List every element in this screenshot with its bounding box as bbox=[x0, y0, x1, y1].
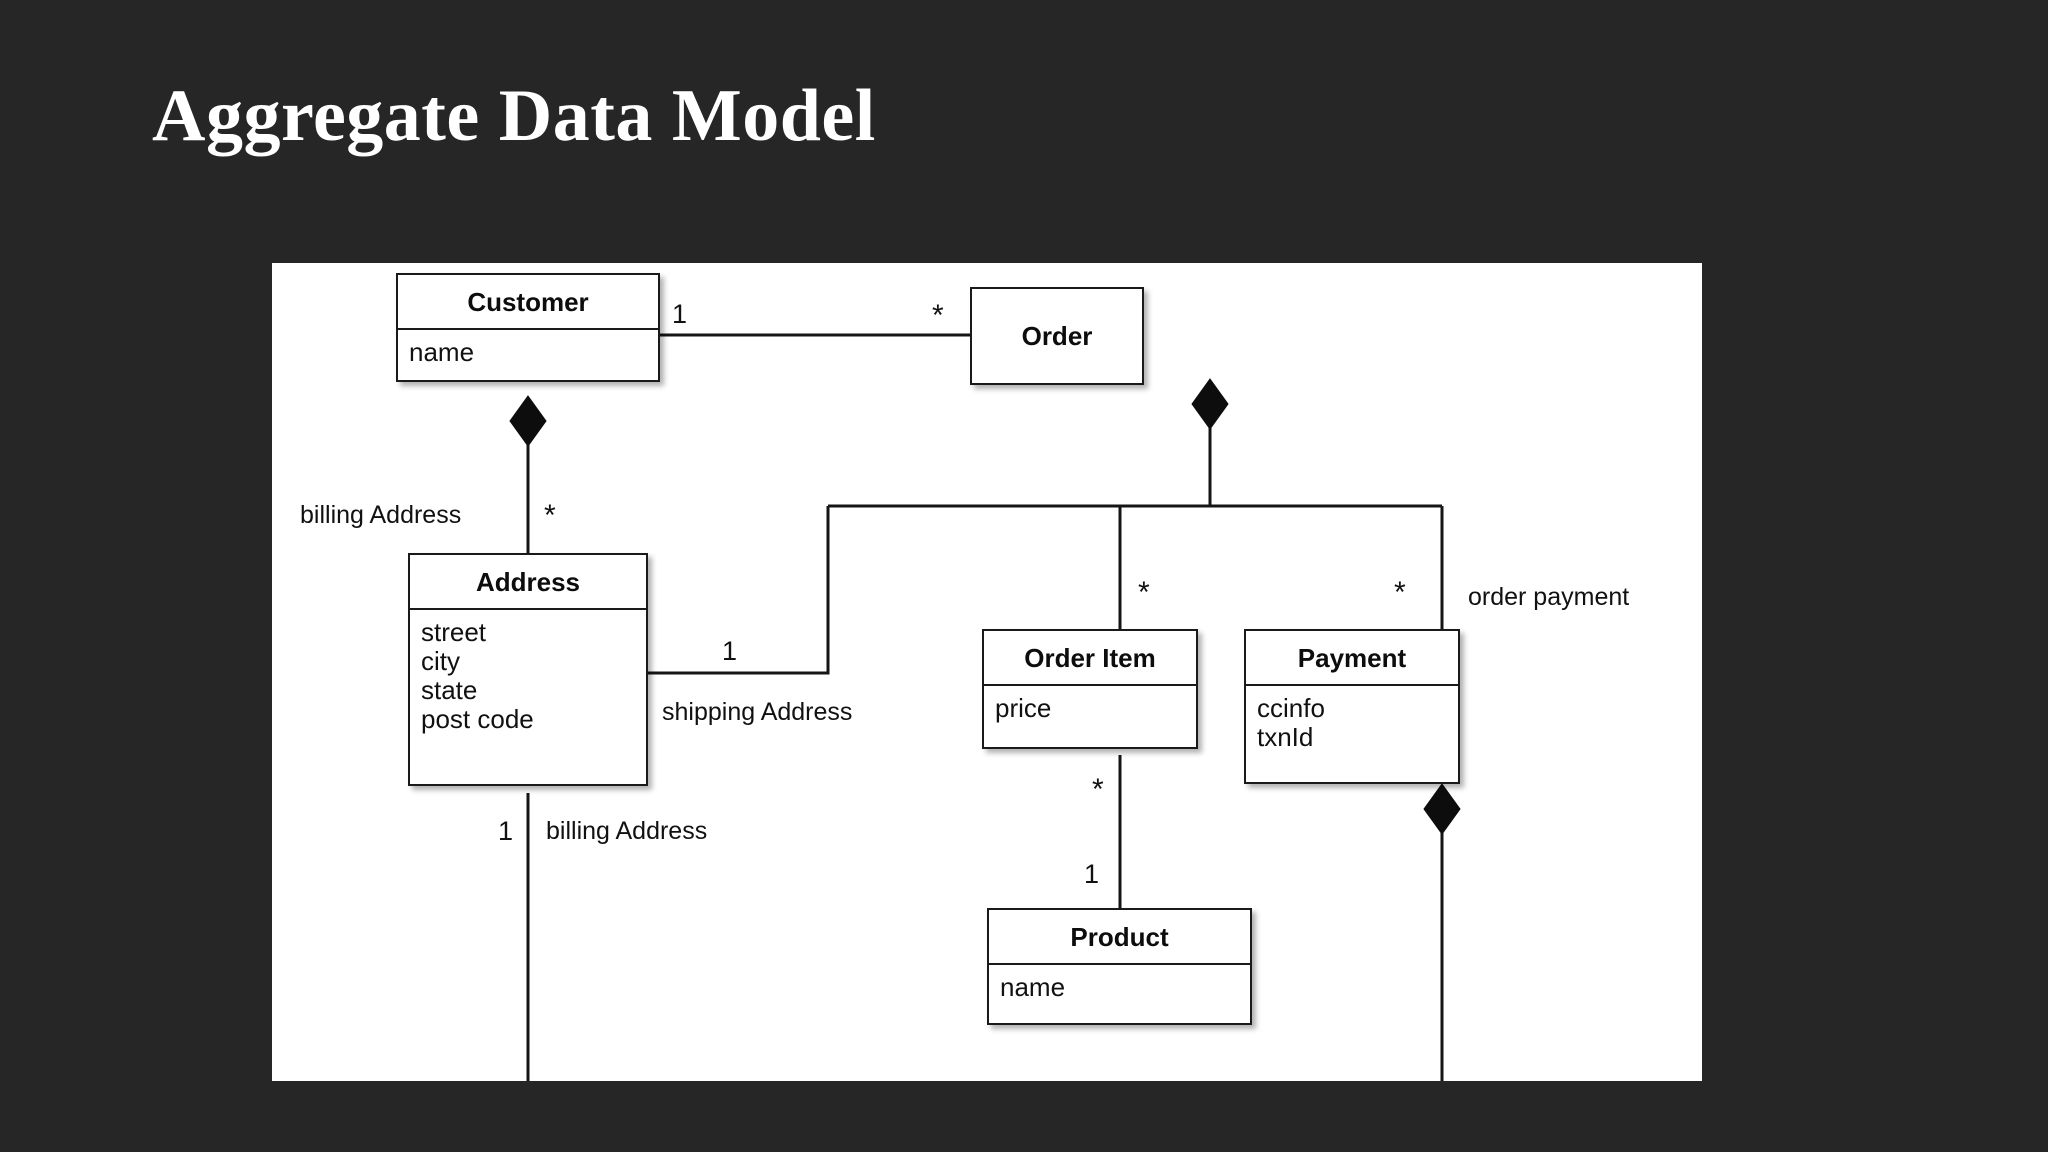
attribute-item: state bbox=[421, 675, 478, 706]
class-attributes-payment: ccinfo txnId bbox=[1246, 684, 1458, 782]
multiplicity-product-one: 1 bbox=[1084, 859, 1100, 889]
attribute-item: post code bbox=[421, 704, 534, 735]
class-title-payment: Payment bbox=[1297, 643, 1407, 673]
page-title: Aggregate Data Model bbox=[152, 75, 876, 157]
class-title-address: Address bbox=[475, 567, 581, 597]
composition-diamond-payment bbox=[1423, 783, 1461, 835]
composition-diamond-customer-address bbox=[509, 395, 547, 447]
class-attributes-product: name bbox=[989, 963, 1250, 1023]
role-label-billing-address-top: billing Address bbox=[300, 501, 462, 529]
class-box-product[interactable]: Product name bbox=[987, 908, 1252, 1025]
class-box-customer[interactable]: Customer name bbox=[396, 273, 660, 382]
role-label-order-payment: order payment bbox=[1468, 583, 1630, 611]
class-box-address[interactable]: Address street city state post code bbox=[408, 553, 648, 786]
diagram-canvas: Customer name Order Address street city … bbox=[272, 263, 1702, 1081]
diagram-connectors bbox=[509, 333, 1461, 1081]
class-title-product: Product bbox=[1070, 922, 1169, 952]
multiplicity-customer-order-many: * bbox=[932, 299, 944, 332]
attribute-item: price bbox=[995, 693, 1052, 723]
class-attributes-customer: name bbox=[398, 328, 658, 380]
class-box-order[interactable]: Order bbox=[970, 287, 1144, 385]
role-label-shipping-address: shipping Address bbox=[662, 698, 853, 726]
class-attributes-address: street city state post code bbox=[410, 608, 646, 784]
class-box-payment[interactable]: Payment ccinfo txnId bbox=[1244, 629, 1460, 784]
attribute-item: street bbox=[421, 617, 487, 647]
class-title-customer: Customer bbox=[467, 287, 589, 317]
class-box-order-item[interactable]: Order Item price bbox=[982, 629, 1198, 749]
attribute-item: name bbox=[409, 337, 475, 367]
multiplicity-customer-order-one: 1 bbox=[672, 299, 688, 329]
multiplicity-customer-address-many: * bbox=[544, 499, 556, 532]
multiplicity-order-item-product-many: * bbox=[1092, 773, 1104, 806]
multiplicity-billing-address-bottom-one: 1 bbox=[498, 816, 514, 846]
class-attributes-order-item: price bbox=[984, 684, 1196, 747]
attribute-item: txnId bbox=[1257, 722, 1314, 753]
edge-address-shipping bbox=[648, 506, 830, 675]
multiplicity-shipping-address-one: 1 bbox=[722, 636, 738, 666]
multiplicity-order-payment-many: * bbox=[1394, 576, 1406, 609]
class-title-order-item: Order Item bbox=[1024, 643, 1156, 673]
attribute-item: ccinfo bbox=[1257, 693, 1325, 723]
class-title-order: Order bbox=[1021, 321, 1093, 351]
attribute-item: city bbox=[421, 646, 460, 677]
role-label-billing-address-bottom: billing Address bbox=[546, 817, 708, 845]
composition-diamond-order-bus bbox=[1191, 378, 1229, 430]
attribute-item: name bbox=[1000, 972, 1066, 1002]
multiplicity-order-item-many: * bbox=[1138, 576, 1150, 609]
